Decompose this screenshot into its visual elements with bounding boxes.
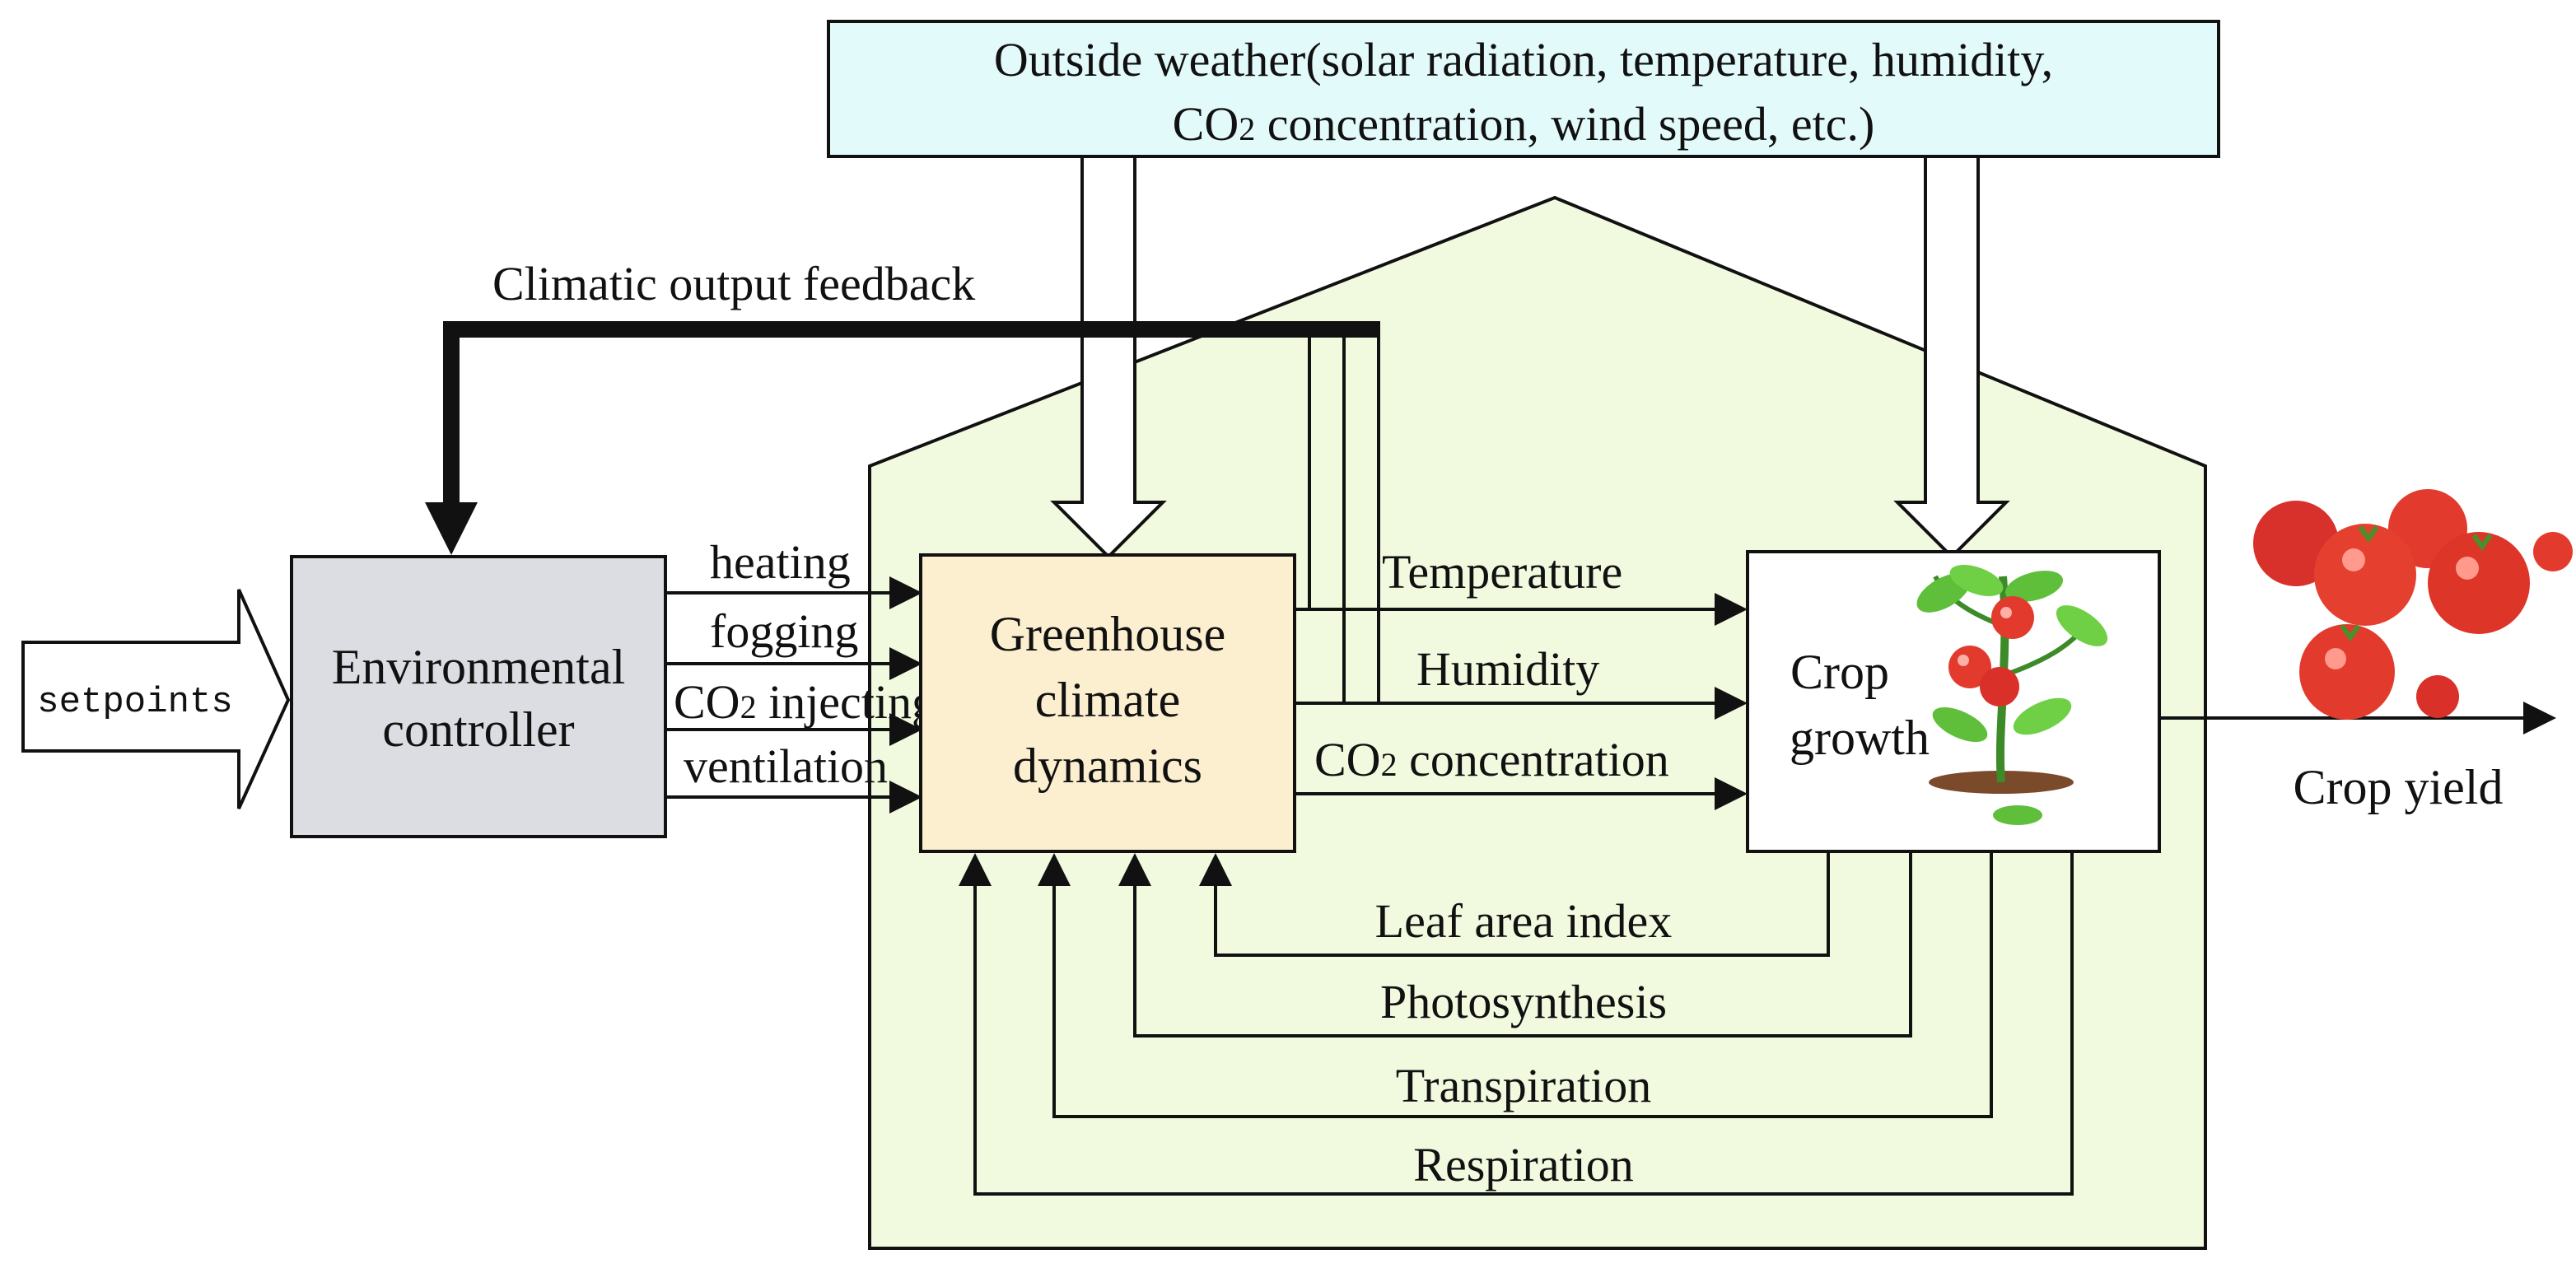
environmental-controller-box: Environmental controller — [290, 555, 667, 838]
co2-injecting-label: CO2 injecting — [674, 675, 936, 729]
setpoints-label: setpoints — [37, 682, 233, 723]
setpoints-arrow: setpoints — [21, 589, 291, 809]
co2-concentration-label: CO2 concentration — [1314, 733, 1669, 786]
respiration-arrow — [959, 851, 2074, 1196]
photosynthesis-label: Photosynthesis — [1380, 975, 1667, 1028]
feedback-arrowhead — [425, 502, 478, 555]
crop-yield-label: Crop yield — [2294, 760, 2504, 814]
crop-line-1: Crop — [1790, 645, 1889, 699]
weather-to-crop-arrow — [1893, 155, 2010, 559]
climate-dynamics-box: Greenhouse climate dynamics — [919, 553, 1296, 853]
temperature-label: Temperature — [1382, 545, 1622, 599]
feedback-label: Climatic output feedback — [492, 257, 975, 310]
weather-line-2: CO2 concentration, wind speed, etc.) — [1173, 97, 1875, 151]
tomatoes-image — [2253, 489, 2573, 720]
leaf-area-index-arrow — [1199, 851, 1830, 957]
heating-label: heating — [710, 535, 851, 589]
weather-line-1: Outside weather(solar radiation, tempera… — [994, 33, 2053, 86]
respiration-label: Respiration — [1413, 1138, 1633, 1191]
crop-growth-box: Crop growth — [1746, 550, 2161, 853]
leaf-area-index-label: Leaf area index — [1375, 894, 1673, 948]
tomato-plant-icon — [1916, 564, 2108, 825]
weather-to-climate-arrow — [1050, 155, 1167, 559]
ventilation-label: ventilation — [684, 739, 888, 793]
controller-line-2: controller — [382, 702, 574, 757]
photosynthesis-arrow — [1118, 851, 1912, 1038]
climate-line-3: dynamics — [1013, 739, 1202, 793]
transpiration-label: Transpiration — [1396, 1059, 1651, 1112]
outside-weather-box: Outside weather(solar radiation, tempera… — [827, 20, 2220, 158]
climate-line-1: Greenhouse — [990, 607, 1226, 661]
controller-line-1: Environmental — [332, 640, 626, 694]
crop-line-2: growth — [1790, 711, 1930, 765]
humidity-label: Humidity — [1416, 642, 1599, 696]
climate-line-2: climate — [1035, 673, 1181, 727]
feedback-line — [443, 321, 1380, 511]
fogging-label: fogging — [710, 604, 858, 658]
greenhouse-shape — [868, 195, 2207, 1250]
transpiration-arrow — [1038, 851, 1993, 1118]
